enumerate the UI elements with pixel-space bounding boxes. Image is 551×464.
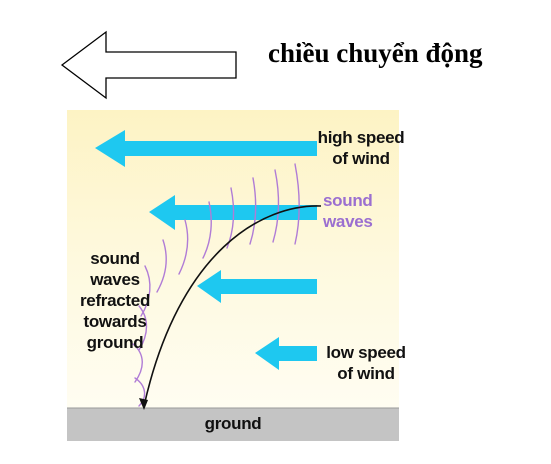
refracted-line2: refracted	[79, 291, 151, 310]
ground-bar	[67, 408, 399, 441]
ray-arrowhead	[139, 398, 148, 410]
high-speed-line1: high speed	[317, 128, 405, 147]
low-speed-line1: low speed	[326, 343, 406, 362]
wind-arrow-1	[95, 130, 317, 167]
left-hollow-arrow-icon	[60, 30, 237, 100]
wind-refraction-diagram: high speed of wind sound waves sound wav…	[67, 110, 407, 446]
refracted-sound-ray	[143, 205, 322, 407]
low-speed-line2: of wind	[337, 364, 395, 383]
sound-line2: waves	[323, 212, 373, 231]
wave-front	[156, 239, 167, 293]
refracted-line1: sound waves	[90, 249, 140, 289]
wind-arrow-3	[197, 270, 317, 303]
wave-front	[294, 163, 300, 245]
direction-of-motion-label: chiều chuyển động	[268, 38, 483, 68]
low-speed-wind-label: low speed of wind	[325, 342, 407, 384]
refracted-waves-label: sound waves refracted towards ground	[67, 248, 163, 353]
wind-arrow-4	[255, 337, 317, 370]
sound-waves-label: sound waves	[323, 190, 373, 232]
refracted-line3: towards	[83, 312, 147, 331]
wave-front	[132, 343, 143, 383]
wave-front	[138, 305, 148, 351]
diagram-canvas	[67, 110, 399, 441]
wave-front	[202, 201, 212, 259]
high-speed-line2: of wind	[332, 149, 390, 168]
high-speed-wind-label: high speed of wind	[315, 127, 407, 169]
wave-front	[249, 177, 257, 245]
ground-label: ground	[204, 414, 262, 433]
wave-front	[134, 377, 146, 407]
sound-line1: sound	[323, 191, 373, 210]
wave-front	[178, 219, 189, 275]
wave-front	[272, 169, 280, 243]
refracted-line4: ground	[86, 333, 144, 352]
